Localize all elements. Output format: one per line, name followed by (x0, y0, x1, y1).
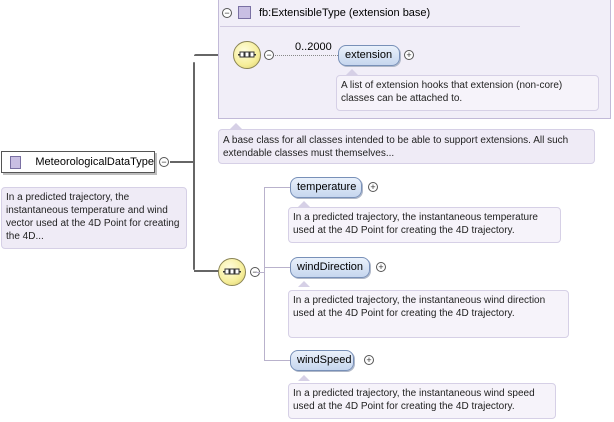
wind-speed-element[interactable]: windSpeed (290, 350, 354, 371)
root-type-name: MeteorologicalDataType (35, 156, 154, 168)
extension-base-title: fb:ExtensibleType (extension base) (259, 6, 431, 19)
root-connector (170, 161, 194, 163)
sequence-glyph-icon (223, 268, 241, 275)
wind-direction-doc: In a predicted trajectory, the instantan… (288, 290, 569, 338)
temperature-doc: In a predicted trajectory, the instantan… (288, 207, 561, 243)
base-sequence-collapse-toggle[interactable]: − (264, 50, 274, 60)
wind-speed-doc-pointer (298, 375, 310, 381)
extension-cardinality: 0..2000 (295, 41, 332, 53)
extension-connector-dashed (275, 55, 338, 57)
extension-doc: A list of extension hooks that extension… (336, 75, 599, 111)
wind-speed-doc: In a predicted trajectory, the instantan… (288, 383, 556, 419)
sequence-glyph-icon (238, 51, 256, 58)
extension-base-divider (220, 26, 520, 27)
temperature-doc-text: In a predicted trajectory, the instantan… (293, 212, 538, 236)
root-collapse-toggle[interactable]: − (159, 157, 169, 167)
wind-direction-doc-pointer (298, 281, 310, 287)
sequence-bracket-mid (264, 267, 290, 268)
sequence-bracket-top (264, 187, 290, 188)
complex-type-icon (10, 155, 22, 169)
connector-to-base-sequence (194, 54, 234, 56)
base-doc: A base class for all classes intended to… (218, 129, 595, 164)
base-sequence-compositor-icon[interactable] (233, 41, 261, 69)
sequence-bracket-bottom (264, 360, 290, 361)
wind-direction-doc-text: In a predicted trajectory, the instantan… (293, 295, 546, 319)
wind-direction-expand-toggle[interactable]: + (376, 262, 386, 272)
temperature-expand-toggle[interactable]: + (368, 182, 378, 192)
extension-base-header: − fb:ExtensibleType (extension base) (222, 6, 430, 19)
main-sequence-compositor-icon[interactable] (218, 258, 246, 286)
root-doc: In a predicted trajectory, the instantan… (1, 187, 187, 249)
root-doc-text: In a predicted trajectory, the instantan… (6, 192, 180, 242)
wind-direction-element[interactable]: windDirection (290, 257, 370, 278)
extension-expand-toggle[interactable]: + (404, 50, 414, 60)
main-vertical-connector (193, 62, 195, 270)
temperature-doc-pointer (298, 201, 310, 207)
extension-base-collapse-toggle[interactable]: − (222, 7, 232, 18)
temperature-element[interactable]: temperature (290, 177, 362, 198)
complex-type-icon (238, 6, 251, 19)
extension-element[interactable]: extension (338, 45, 400, 66)
connector-to-main-sequence (194, 270, 220, 272)
wind-speed-doc-text: In a predicted trajectory, the instantan… (293, 388, 535, 412)
sequence-bracket-vertical (264, 187, 265, 361)
sequence-connector (256, 272, 265, 273)
base-doc-text: A base class for all classes intended to… (223, 135, 569, 159)
extension-doc-pointer (346, 69, 358, 75)
base-doc-pointer (230, 123, 242, 129)
extension-doc-text: A list of extension hooks that extension… (341, 80, 563, 104)
root-type-box[interactable]: MeteorologicalDataType (1, 151, 155, 173)
wind-speed-expand-toggle[interactable]: + (364, 355, 374, 365)
